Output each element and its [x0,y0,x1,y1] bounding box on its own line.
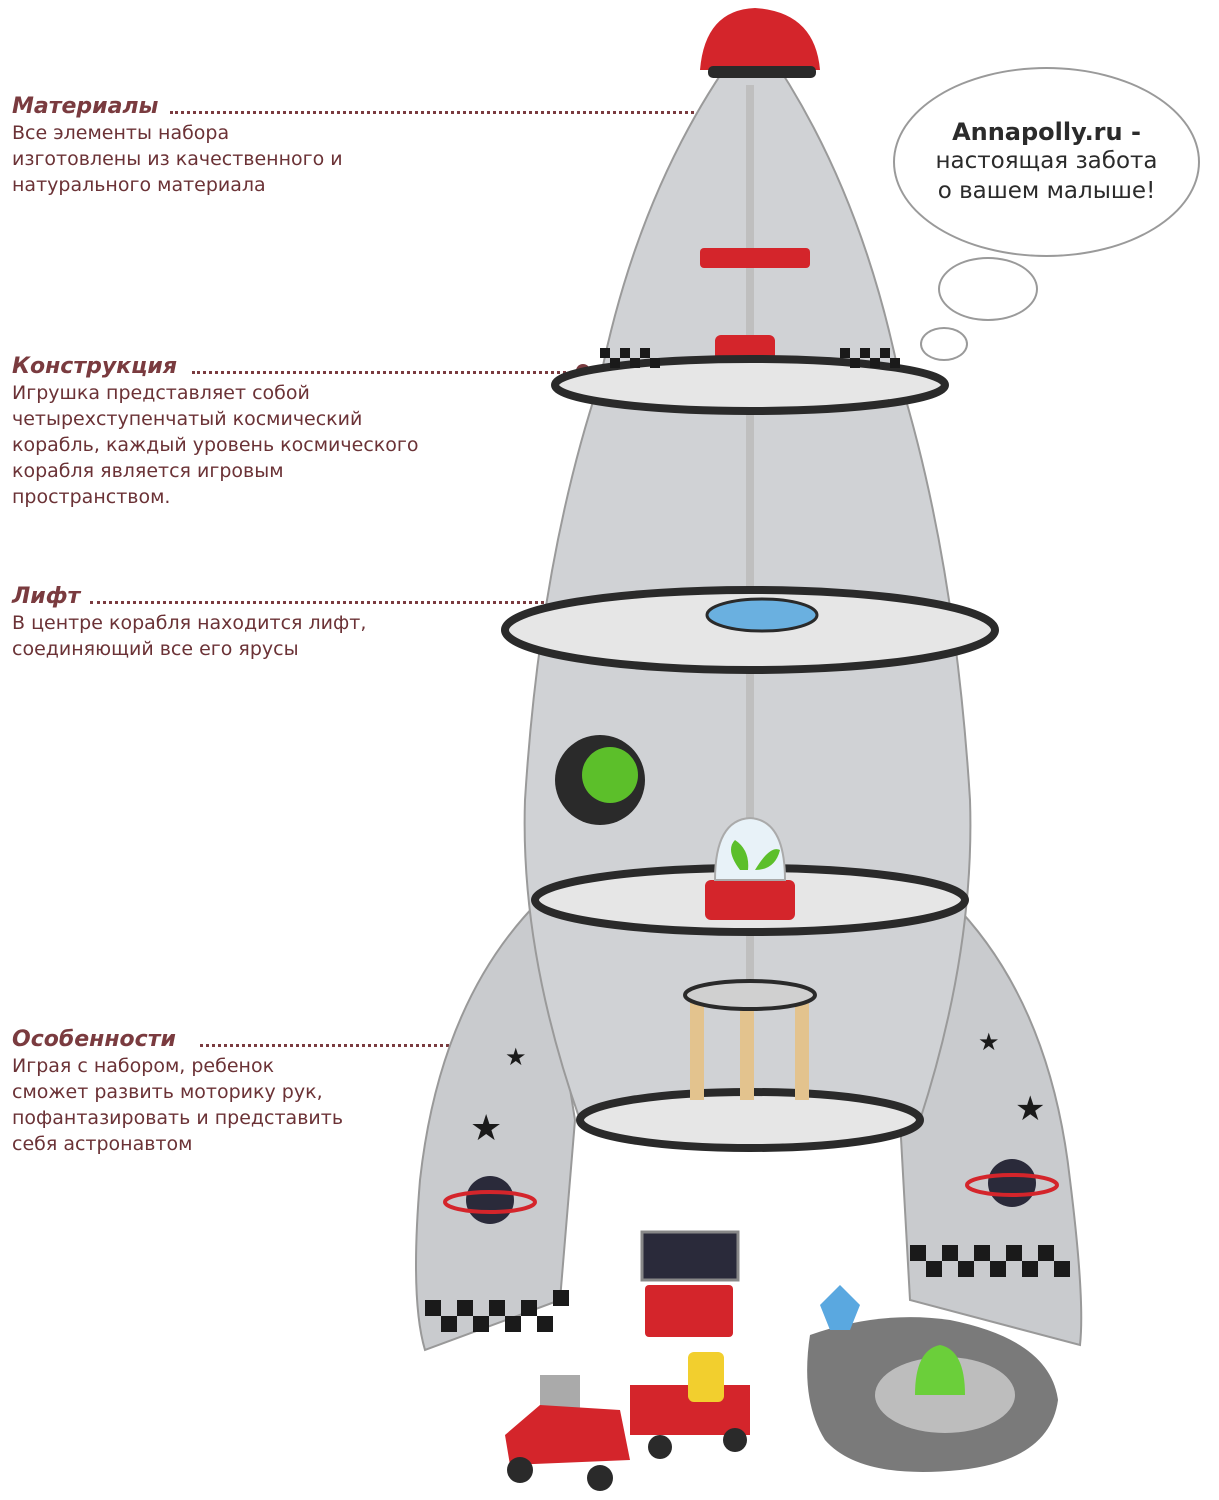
alien-figure [915,1345,965,1395]
feature-elevator: Лифт В центре корабля находится лифт, со… [12,584,366,662]
deck-1 [551,355,949,415]
feature-title: Лифт [12,584,81,609]
checker-pattern-right [910,1245,1070,1277]
speech-bubble: Annapolly.ru - настоящая забота о вашем … [893,67,1200,257]
leader-line [170,111,705,114]
cart-wheel [648,1435,672,1459]
checker-pattern-left [425,1290,569,1332]
star-icon: ★ [1015,1089,1045,1129]
thought-bubble-medium [938,257,1038,321]
rocket-toy-illustration: ★ ★ ★ ★ [415,8,1083,1491]
deck-4 [576,1088,924,1152]
planet-icon [466,1176,514,1224]
feature-construction: Конструкция Игрушка представляет собой ч… [12,354,418,510]
wooden-leg [690,1000,704,1100]
elevator-platform [705,597,819,633]
plant-leaf [731,840,780,870]
feature-features: Особенности Играя с набором, ребенок смо… [12,1027,343,1157]
leader-line [90,601,695,604]
feature-title: Особенности [12,1027,176,1052]
feature-title: Конструкция [12,354,177,379]
nose-cone [700,8,820,70]
rover-wheel [507,1457,533,1483]
planet-ring [443,1190,537,1214]
feature-description: В центре корабля находится лифт, соединя… [12,612,367,660]
feature-description: Все элементы набора изготовлены из качес… [12,122,343,196]
checker-pattern-top [600,348,900,368]
elevator-top [700,248,810,268]
planet-ring [965,1173,1059,1197]
leader-line [192,371,577,374]
cargo-barrel [688,1352,724,1402]
crystal [820,1285,860,1330]
feature-description: Игрушка представляет собой четырехступен… [12,382,419,508]
star-icon: ★ [978,1028,1000,1056]
thought-bubble-small [920,327,968,361]
plant-dome-base [705,880,795,920]
generator-body [645,1285,733,1337]
feature-materials: Материалы Все элементы набора изготовлен… [12,94,343,198]
wooden-leg [740,1005,754,1100]
lower-platform [683,979,817,1011]
leader-line [200,1044,533,1047]
rover-wheel [587,1465,613,1491]
star-icon: ★ [505,1043,527,1071]
rover-body [505,1405,630,1465]
feature-description: Играя с набором, ребенок сможет развить … [12,1055,344,1155]
cart-wheel [723,1428,747,1452]
rover-camera [540,1375,580,1411]
brand-name: Annapolly.ru - [952,118,1141,146]
elevator-shaft [746,85,754,1085]
star-icon: ★ [470,1108,502,1149]
wooden-leg [795,1000,809,1100]
green-knob [582,747,638,803]
brand-slogan: настоящая забота о вашем малыше! [935,148,1158,204]
left-fin [415,897,577,1352]
feature-title: Материалы [12,94,159,119]
nose-ring [708,66,816,78]
solar-panel [640,1230,740,1282]
planet-icon [988,1159,1036,1207]
